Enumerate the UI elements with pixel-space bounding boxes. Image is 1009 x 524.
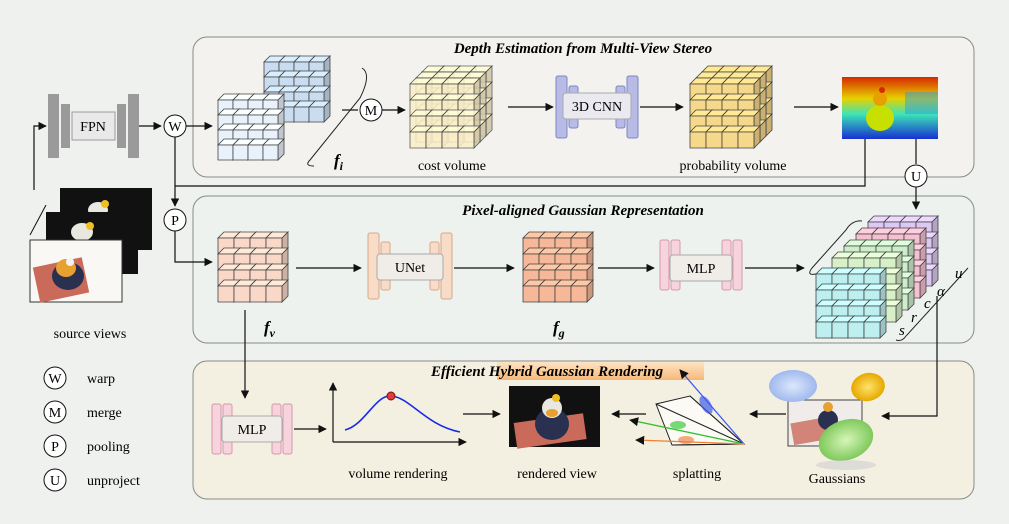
cnn3d-label: 3D CNN [572,100,622,115]
f-i-label: fi [334,151,344,173]
gaussian-attributes [815,215,939,339]
legend-symbol [43,434,67,458]
cube-cell [262,138,285,161]
legend-label: warp [87,372,115,387]
attr-s: s [899,323,905,339]
mlp-gaussian-block: MLP [659,239,743,291]
source-views-label: source views [54,327,127,342]
cube-cell [308,100,331,123]
legend-symbol [43,400,67,424]
source-views: source views [29,188,152,342]
cnn3d-block: 3D CNN [555,75,639,139]
feature-fi-front [217,93,285,161]
cube-cell [265,279,289,303]
legend-symbol-text: U [50,474,60,489]
mlp-render-block: MLP [211,403,293,455]
probability-volume-label: probability volume [680,159,787,174]
cost-volume-label: cost volume [418,159,486,174]
mlp-gaussian-label: MLP [687,262,716,277]
cube-cell [863,315,887,339]
legend-symbol-text: M [49,406,62,421]
attr-c: c [924,296,931,312]
f-v-label: fv [264,318,276,340]
gaussians-illustration [769,370,885,470]
cube-cell [879,251,903,275]
rendered-view-image [509,386,600,449]
gaussians-label: Gaussians [809,472,866,487]
warp-op-symbol: W [168,120,182,135]
merge-op-symbol: M [365,104,378,119]
attr-alpha: α [937,284,946,300]
cube-cell [457,125,481,149]
cost-volume [409,65,493,149]
unet-label: UNet [395,261,425,276]
attr-u: u [955,266,963,282]
legend-symbol [43,468,67,492]
depth-map [842,77,938,139]
title-highlight [497,362,704,380]
probability-volume [689,65,773,149]
splatting-illustration [629,369,746,446]
attr-r: r [911,310,917,326]
pooling-op-symbol: P [171,214,179,229]
mlp-render-label: MLP [238,423,267,438]
unet-block: UNet [367,232,453,300]
fpn-label: FPN [80,120,106,135]
pixel-panel-title: Pixel-aligned Gaussian Representation [462,203,704,219]
rendered-view-label: rendered view [517,467,598,482]
f-g-label: fg [553,318,565,340]
legend-label: merge [87,406,122,421]
unproject-op-symbol: U [911,170,921,185]
fpn-block: FPN [48,94,139,158]
volume-rendering-plot [328,382,467,447]
legend-label: unproject [87,474,140,489]
cube-cell [570,279,594,303]
legend-symbol-text: W [48,372,62,387]
feature-fg [522,231,594,303]
feature-fv [217,231,289,303]
volume-rendering-label: volume rendering [348,467,447,482]
legend-label: pooling [87,440,130,455]
legend-symbol-text: P [51,440,59,455]
legend-symbol [43,366,67,390]
splatting-label: splatting [673,467,721,482]
cube-cell [737,125,761,149]
depth-panel-title: Depth Estimation from Multi-View Stereo [453,41,712,57]
